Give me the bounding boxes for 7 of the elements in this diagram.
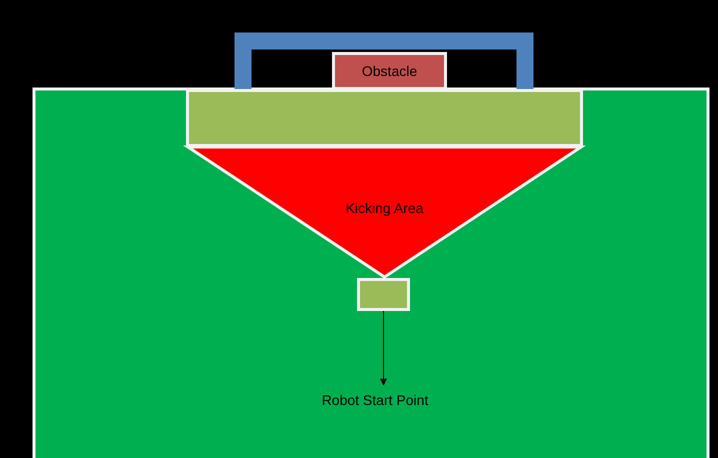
arrow <box>380 310 387 386</box>
zone-box <box>186 89 583 147</box>
zone-box <box>357 278 410 311</box>
area-label: Kicking Area <box>346 200 424 216</box>
obstacle-box <box>332 52 447 90</box>
area-label: Obstacle <box>362 63 418 79</box>
start-point-label: Robot Start Point <box>322 392 428 408</box>
